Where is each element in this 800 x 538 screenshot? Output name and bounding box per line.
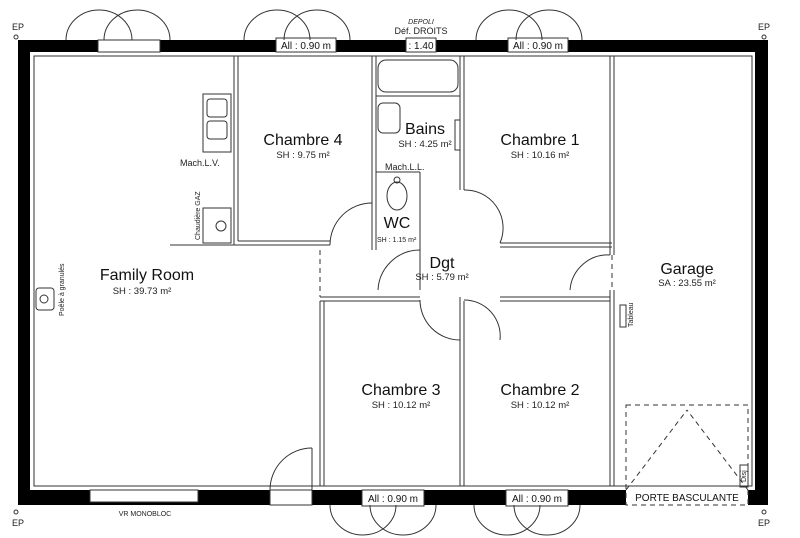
room-family-area: SH : 39.73 m² [113,286,172,297]
fixtures [35,59,749,488]
vr-monobloc-label: VR MONOBLOC [119,511,172,518]
room-dgt-area: SH : 5.79 m² [415,272,468,283]
room-family-name: Family Room [100,267,194,284]
room-chambre4-area: SH : 9.75 m² [276,150,329,161]
window-label-chambre2: All : 0.90 m [512,494,562,505]
ep-markers: EP EP EP EP [12,22,770,528]
window-label-chambre1: All : 0.90 m [513,41,563,52]
mach-ll-label: Mach.L.L. [385,162,425,172]
ep-bottom-right: EP [758,518,770,528]
room-chambre1-area: SH : 10.16 m² [511,150,570,161]
room-garage-name: Garage [660,261,713,278]
garage-door-label: PORTE BASCULANTE [635,493,739,504]
tableau-label: Tableau [628,302,635,327]
window-label-chambre4: All : 0.90 m [281,41,331,52]
room-wc-area: SH : 1.15 m² [377,237,417,244]
ep-top-left: EP [12,22,24,32]
room-bains-area: SH : 4.25 m² [398,139,451,150]
room-wc-name: WC [384,215,411,232]
room-chambre3-area: SH : 10.12 m² [372,400,431,411]
ep-bottom-left: EP [12,518,24,528]
room-chambre2-name: Chambre 2 [500,382,579,399]
bath-window-note-droits: Déf. DROITS [394,26,447,36]
room-garage-area: SA : 23.55 m² [658,278,716,289]
room-bains-name: Bains [405,121,445,138]
disj-label: Disj [741,470,748,482]
room-chambre4-name: Chambre 4 [263,132,342,149]
window-label-bains: : 1.40 [408,41,433,52]
exterior-walls [18,37,768,507]
mach-lv-label: Mach.L.V. [180,158,220,168]
ep-top-right: EP [758,22,770,32]
window-label-chambre3: All : 0.90 m [368,494,418,505]
room-chambre2-area: SH : 10.12 m² [511,400,570,411]
poele-label: Poêle à granulés [59,263,66,316]
door-swings [269,189,611,491]
dashed-lines [319,250,749,506]
window-arcs [65,9,583,536]
room-dgt-name: Dgt [430,255,455,272]
room-chambre3-name: Chambre 3 [361,382,440,399]
chaudiere-label: Chaudière GAZ [195,191,202,240]
bath-window-note-depoli: DEPOLI [408,19,434,26]
interior-walls [170,56,615,486]
room-chambre1-name: Chambre 1 [500,132,579,149]
